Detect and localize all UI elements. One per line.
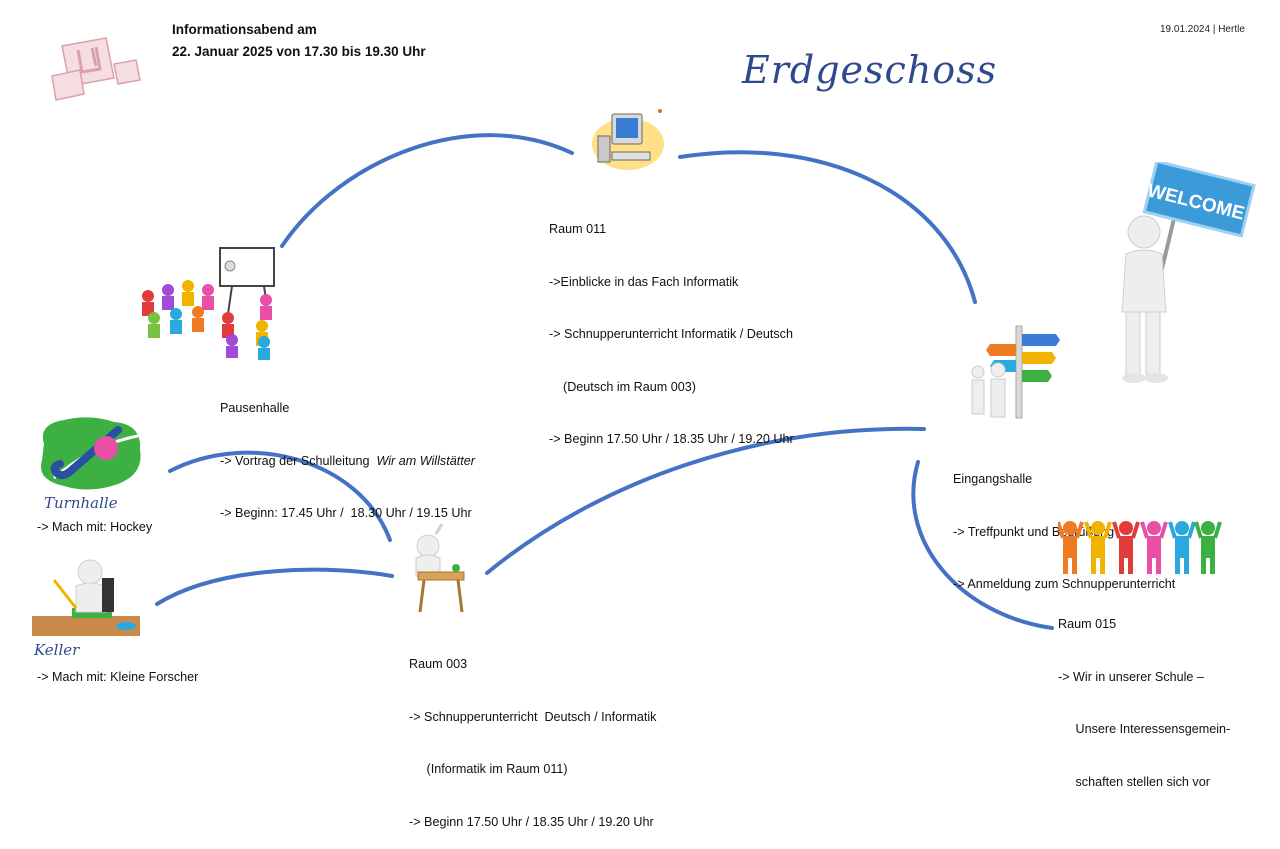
line-keller-raum003 [155, 567, 394, 606]
keller-line1: -> Mach mit: Kleine Forscher [37, 670, 199, 684]
eingangshalle-text: Eingangshalle -> Treffpunkt und Begrüßun… [953, 436, 1175, 611]
line-pausenhalle-raum011 [280, 133, 574, 248]
line-raum003-eingangshalle [485, 426, 926, 575]
raum011-line2: ->Einblicke in das Fach Informatik [549, 274, 739, 289]
raum011-line5: -> Beginn 17.50 Uhr / 18.35 Uhr / 19.20 … [549, 432, 794, 446]
pausenhalle-line2: -> Vortrag der Schulleitung Wir am Wills… [220, 453, 475, 471]
raum003-line2: -> Schnupperunterricht Deutsch / Informa… [409, 709, 657, 724]
raum003-title: Raum 003 [409, 657, 468, 671]
raum011-title: Raum 011 [549, 222, 607, 236]
school-logo [51, 37, 141, 101]
raum015-line4: schaften stellen sich vor [1058, 774, 1210, 789]
raum011-line3: -> Schnupperunterricht Informatik / Deut… [549, 327, 793, 341]
connection-lines [155, 133, 1054, 630]
event-title-line2: 22. Januar 2025 von 17.30 bis 19.30 Uhr [172, 44, 426, 59]
signpost-icon [971, 325, 1060, 419]
pausenhalle-text: Pausenhalle -> Vortrag der Schulleitung … [220, 365, 475, 540]
raum015-line3: Unsere Interessensgemein- [1058, 722, 1231, 736]
pausenhalle-line2-prefix: -> Vortrag der Schulleitung [220, 453, 377, 468]
raum015-line2: -> Wir in unserer Schule – [1058, 669, 1204, 684]
hockey-icon [40, 417, 141, 490]
line-turnhalle-raum003 [168, 450, 392, 542]
cheering-group-icon [1058, 521, 1222, 574]
page-title: Erdgeschoss [742, 48, 998, 92]
turnhalle-label: Turnhalle [44, 494, 118, 512]
turnhalle-line1: -> Mach mit: Hockey [37, 520, 153, 534]
line-raum011-eingangshalle [678, 150, 977, 304]
eingangshalle-line3: -> Anmeldung zum Schnupperunterricht [953, 577, 1176, 591]
line-eingangshalle-raum015 [911, 460, 1054, 630]
raum003-line3: (Informatik im Raum 011) [409, 762, 568, 776]
raum011-text: Raum 011 ->Einblicke in das Fach Informa… [549, 186, 794, 466]
eingangshalle-title: Eingangshalle [953, 472, 1033, 486]
pausenhalle-talk-title: Wir am Willstätter [376, 453, 475, 468]
lab-researcher-icon [32, 559, 140, 636]
computer-icon [592, 109, 664, 170]
raum003-line4: -> Beginn 17.50 Uhr / 18.35 Uhr / 19.20 … [409, 814, 654, 829]
welcome-figure-icon: WELCOME [1121, 162, 1256, 383]
event-title-line1: Informationsabend am [172, 22, 317, 37]
keller-label: Keller [34, 641, 80, 659]
pausenhalle-title: Pausenhalle [220, 401, 290, 415]
student-desk-icon [415, 524, 465, 613]
raum015-text: Raum 015 -> Wir in unserer Schule – Unse… [1058, 581, 1230, 809]
raum003-text: Raum 003 -> Schnupperunterricht Deutsch … [409, 621, 656, 849]
pausenhalle-line3: -> Beginn: 17.45 Uhr / 18.30 Uhr / 19.15… [220, 506, 472, 520]
raum011-line4: (Deutsch im Raum 003) [549, 379, 696, 394]
lecture-audience-icon [142, 247, 275, 360]
raum015-title: Raum 015 [1058, 617, 1117, 631]
date-author: 19.01.2024 | Hertle [1160, 24, 1245, 35]
